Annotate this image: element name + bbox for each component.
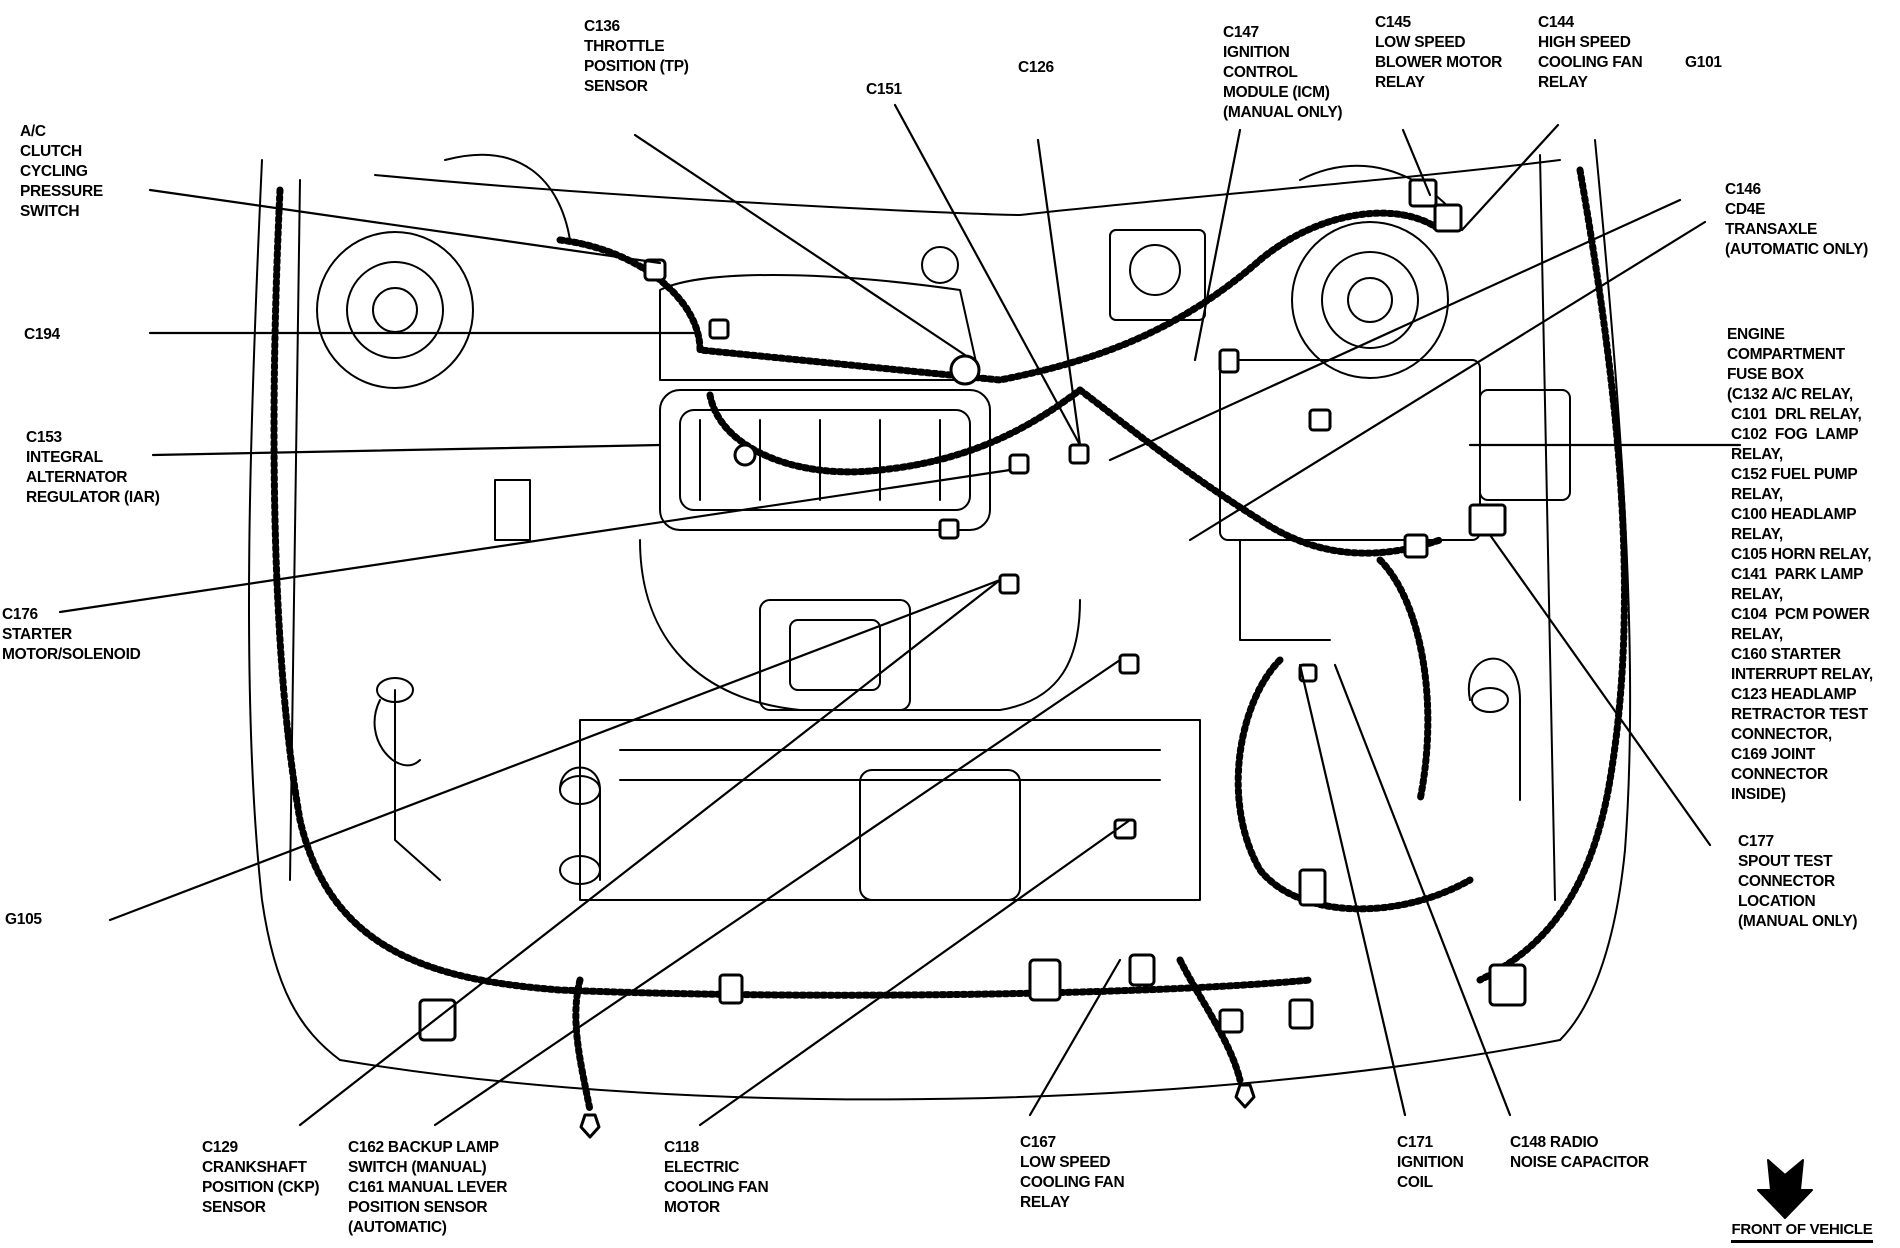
components [373, 229, 1571, 885]
callout-c151: C151 [866, 81, 902, 98]
front-of-vehicle-label: FRONT OF VEHICLE [1731, 1221, 1873, 1243]
strut-towers [316, 221, 1449, 389]
down-arrow-icon [1757, 1159, 1813, 1219]
front-of-vehicle-indicator: FRONT OF VEHICLE [1712, 1155, 1892, 1243]
leader-lines [58, 103, 1742, 1127]
callout-c126: C126 [1018, 59, 1054, 76]
down-arrow-icon-space [1712, 1155, 1892, 1217]
connectors [418, 178, 1527, 1139]
engine-block [579, 246, 1201, 901]
wiring-harnesses [270, 166, 1628, 1114]
callout-c194: C194 [24, 326, 60, 343]
callout-g101: G101 [1685, 54, 1722, 71]
callout-g105: G105 [5, 911, 42, 928]
vehicle-body-outline [247, 139, 1632, 1101]
